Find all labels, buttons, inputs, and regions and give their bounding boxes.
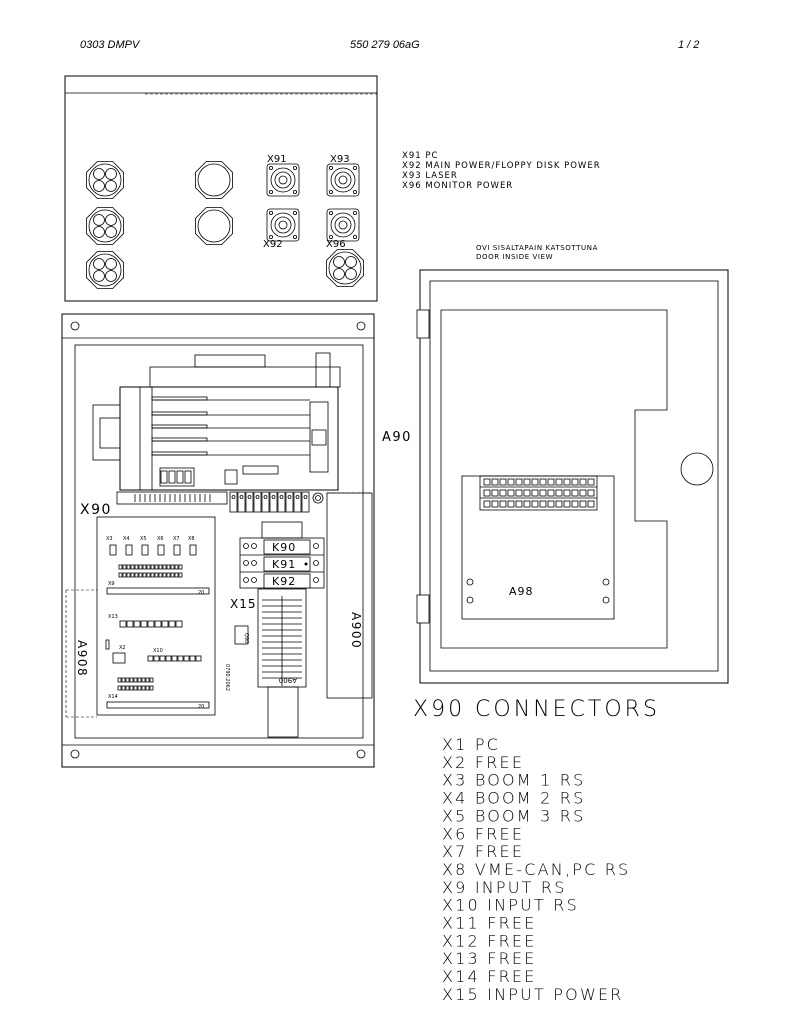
x91-connector xyxy=(266,163,300,197)
connector-item: X3 BOOM 1 RS xyxy=(442,771,585,790)
board-x3: X3 xyxy=(106,536,113,542)
board-x8: X8 xyxy=(188,536,195,542)
rail-text: A900 xyxy=(279,676,297,684)
gland-blank-1 xyxy=(195,161,233,199)
x15-label: X15 xyxy=(230,597,257,611)
board-x7: X7 xyxy=(173,536,180,542)
connector-item: X14 FREE xyxy=(442,967,537,986)
legend-x96: X96 MONITOR POWER xyxy=(402,181,513,191)
board-x14: X14 xyxy=(108,694,118,700)
row-20-top: 20 xyxy=(198,590,204,596)
connector-item: X12 FREE xyxy=(442,931,537,950)
gland-blank-2 xyxy=(195,207,233,245)
connector-item: X15 INPUT POWER xyxy=(442,985,624,1004)
x92-connector xyxy=(266,208,300,242)
x91-label: X91 xyxy=(267,154,287,165)
door-inside-view xyxy=(416,269,729,684)
legend-x92: X92 MAIN POWER/FLOPPY DISK POWER xyxy=(402,161,601,171)
x93-label: X93 xyxy=(330,154,350,165)
connector-item: X6 FREE xyxy=(442,824,524,843)
a908-board xyxy=(96,516,216,716)
gland-4pin-2 xyxy=(86,207,124,245)
connector-item: X9 INPUT RS xyxy=(442,878,567,897)
a908-label: A908 xyxy=(75,640,89,677)
a90-label: A90 xyxy=(382,430,412,445)
k92-label: K92 xyxy=(272,575,296,588)
a98-label: A98 xyxy=(509,585,534,598)
cable-glands xyxy=(86,161,364,289)
x96-label: X96 xyxy=(326,239,346,250)
connector-item: X1 PC xyxy=(442,735,500,754)
connector-item: X7 FREE xyxy=(442,842,524,861)
small-serial: 0790.2062 xyxy=(224,664,230,691)
connector-item: X5 BOOM 3 RS xyxy=(442,806,585,825)
gland-4pin-3 xyxy=(86,251,124,289)
x90-label: X90 xyxy=(80,502,112,518)
x92-label: X92 xyxy=(263,239,283,250)
board-x9: X9 xyxy=(108,581,115,587)
row-20-bottom: 20 xyxy=(198,704,204,710)
connector-item: X11 FREE xyxy=(442,914,537,933)
board-x4: X4 xyxy=(123,536,130,542)
page-number: 1 / 2 xyxy=(678,39,700,51)
board-x2: X2 xyxy=(119,645,126,651)
x96-gland xyxy=(326,249,364,287)
k90-label: K90 xyxy=(272,541,296,554)
doc-number: 550 279 06aG xyxy=(350,39,420,51)
top-panel xyxy=(64,75,378,302)
lock-icon xyxy=(680,452,714,486)
connector-item: X10 INPUT RS xyxy=(442,896,579,915)
board-x5: X5 xyxy=(140,536,147,542)
connector-item: X13 FREE xyxy=(442,949,537,968)
connector-item: X4 BOOM 2 RS xyxy=(442,789,585,808)
gland-4pin-1 xyxy=(86,161,124,199)
small-tag: Q90 xyxy=(243,633,249,643)
doc-code: 0303 DMPV xyxy=(80,39,140,51)
a900-label: A900 xyxy=(349,612,363,649)
door-caption-en: DOOR INSIDE VIEW xyxy=(476,253,553,261)
a98-module xyxy=(461,475,615,620)
computer-rack xyxy=(119,386,339,491)
x93-connector xyxy=(326,163,360,197)
connectors-title: X90 CONNECTORS xyxy=(413,697,660,722)
a900-box xyxy=(326,492,373,699)
legend-x93: X93 LASER xyxy=(402,171,458,181)
k91-label: K91 xyxy=(272,558,296,571)
door-caption-fi: OVI SISALTAPAIN KATSOTTUNA xyxy=(476,244,598,252)
board-x6: X6 xyxy=(157,536,164,542)
connector-item: X2 FREE xyxy=(442,753,524,772)
board-x13: X13 xyxy=(108,614,118,620)
legend-x91: X91 PC xyxy=(402,151,438,161)
x96-connector xyxy=(326,208,360,242)
board-x10: X10 xyxy=(153,648,163,654)
connector-item: X8 VME-CAN,PC RS xyxy=(442,860,630,879)
cabinet xyxy=(61,313,375,768)
